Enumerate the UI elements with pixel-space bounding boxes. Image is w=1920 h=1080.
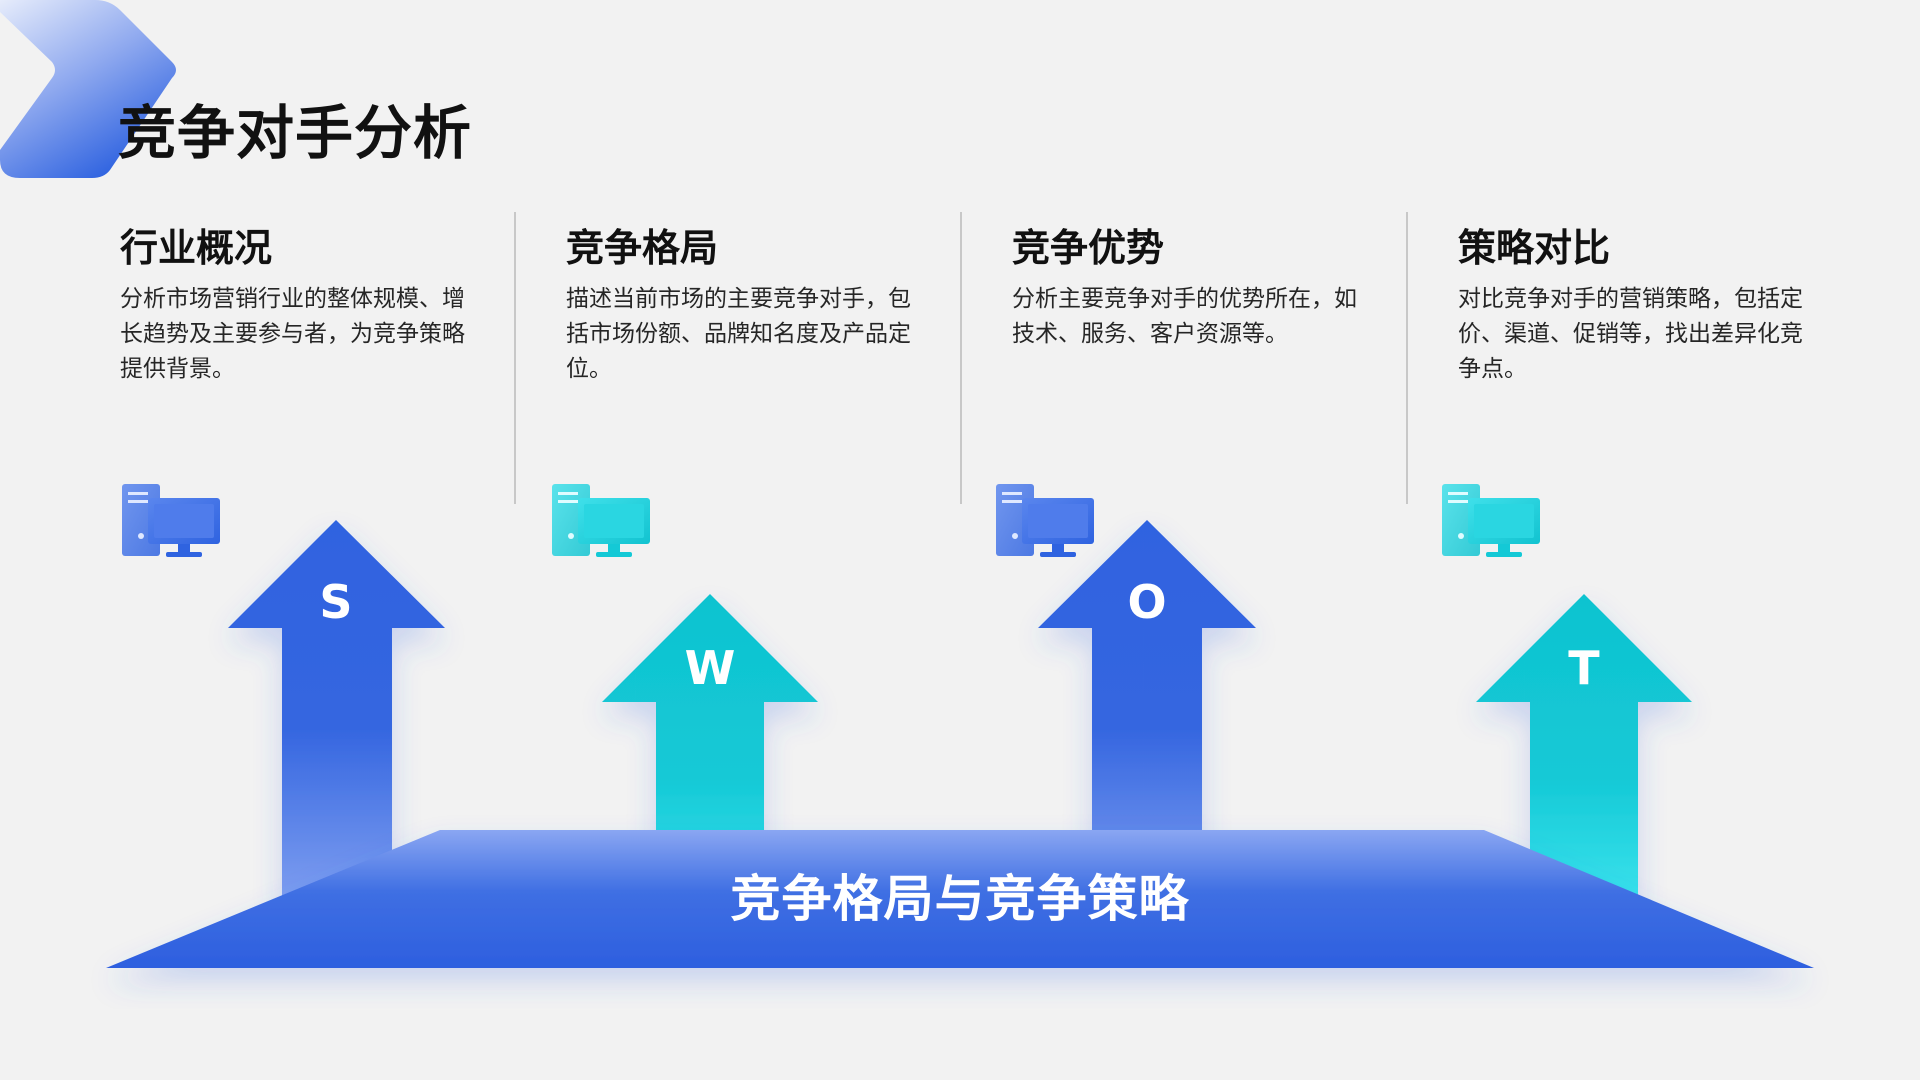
column-4: 策略对比 对比竞争对手的营销策略，包括定价、渠道、促销等，找出差异化竞争点。 [1458, 222, 1818, 387]
arrow-letter-t: T [1568, 641, 1600, 695]
computer-icon [552, 484, 650, 557]
page-title: 竞争对手分析 [118, 99, 473, 167]
column-heading: 行业概况 [120, 226, 273, 270]
column-1: 行业概况 分析市场营销行业的整体规模、增长趋势及主要参与者，为竞争策略提供背景。 [120, 222, 480, 387]
column-divider [960, 212, 962, 504]
column-description: 分析市场营销行业的整体规模、增长趋势及主要参与者，为竞争策略提供背景。 [120, 286, 465, 382]
arrow-o [1038, 520, 1256, 900]
corner-chevron-decoration [0, 0, 176, 178]
column-heading: 竞争格局 [566, 226, 719, 270]
arrow-letter-s: S [319, 575, 352, 629]
computer-icon [1442, 484, 1540, 557]
column-heading: 策略对比 [1458, 226, 1611, 270]
column-description: 对比竞争对手的营销策略，包括定价、渠道、促销等，找出差异化竞争点。 [1458, 286, 1803, 382]
computer-icon [996, 484, 1094, 557]
base-label: 竞争格局与竞争策略 [731, 870, 1190, 928]
column-description: 描述当前市场的主要竞争对手，包括市场份额、品牌知名度及产品定位。 [566, 286, 911, 382]
arrow-t [1476, 594, 1692, 900]
computer-icon [122, 484, 220, 557]
arrow-w [602, 594, 818, 900]
base-platform [106, 830, 1814, 968]
arrow-letter-o: O [1127, 575, 1166, 629]
column-description: 分析主要竞争对手的优势所在，如技术、服务、客户资源等。 [1012, 286, 1357, 347]
column-divider [1406, 212, 1408, 504]
column-divider [514, 212, 516, 504]
column-3: 竞争优势 分析主要竞争对手的优势所在，如技术、服务、客户资源等。 [1012, 222, 1372, 352]
arrow-s [228, 520, 445, 900]
arrow-letter-w: W [685, 641, 736, 695]
column-2: 竞争格局 描述当前市场的主要竞争对手，包括市场份额、品牌知名度及产品定位。 [566, 222, 926, 387]
column-heading: 竞争优势 [1012, 226, 1165, 270]
